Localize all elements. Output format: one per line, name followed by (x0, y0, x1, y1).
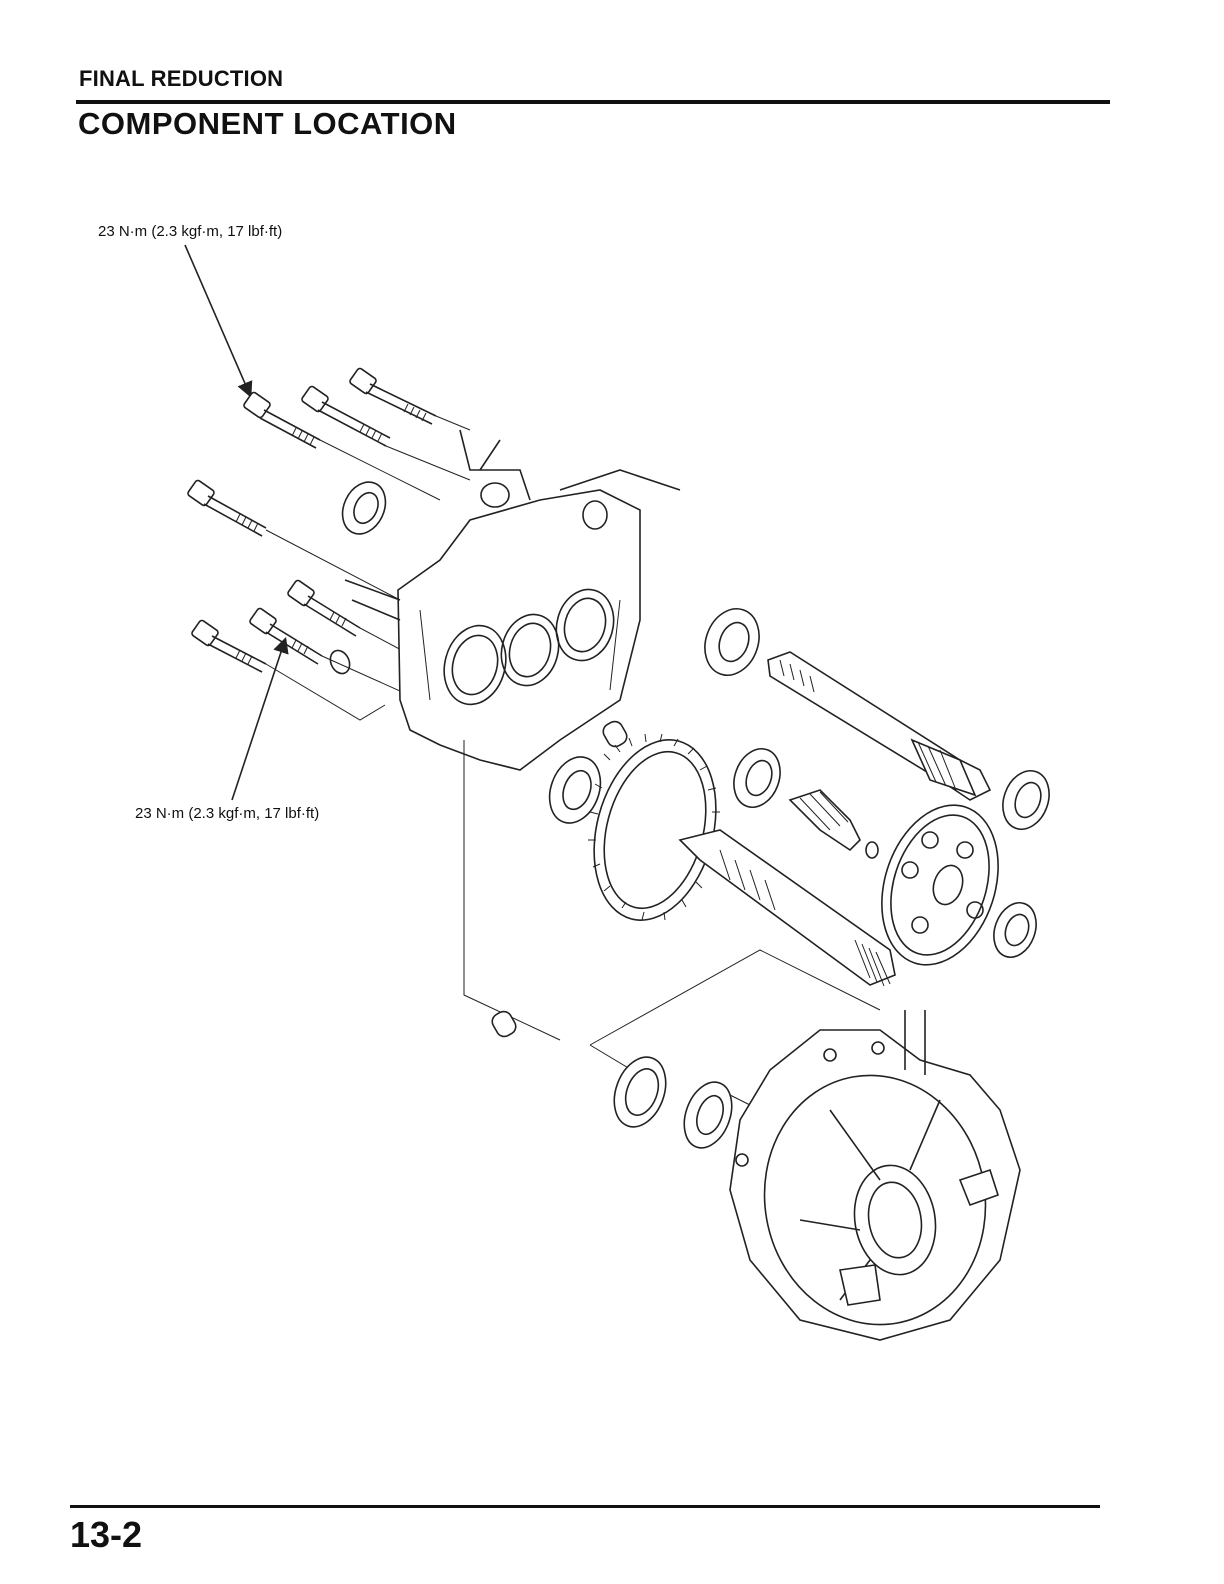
page-number: 13-2 (70, 1514, 142, 1556)
torque-leader-upper (185, 245, 250, 395)
crankcase-housing (345, 430, 680, 770)
bearing-lower (676, 1076, 741, 1155)
bearing-right (995, 764, 1057, 835)
bearing-far-right (987, 897, 1044, 963)
pinion-gear (790, 790, 878, 858)
bolt-left-mid (187, 479, 266, 536)
dowel-pin-lower (489, 1009, 518, 1040)
bolt-upper-3 (349, 367, 436, 424)
dowel-pin (600, 719, 629, 750)
oil-seal-lower (605, 1050, 675, 1134)
footer-rule (70, 1505, 1100, 1508)
final-reduction-case (730, 1010, 1020, 1342)
bolt-lower-3 (191, 619, 266, 672)
bearing-mid (726, 742, 788, 813)
torque-leader-lower (232, 640, 285, 800)
final-gear-shaft (575, 726, 895, 986)
bolt-lower-1 (287, 579, 360, 636)
oil-seal (334, 475, 393, 541)
bearing-upper (696, 601, 768, 683)
washer (327, 647, 353, 676)
bolt-lower-2 (249, 607, 322, 664)
output-shaft (768, 652, 990, 800)
